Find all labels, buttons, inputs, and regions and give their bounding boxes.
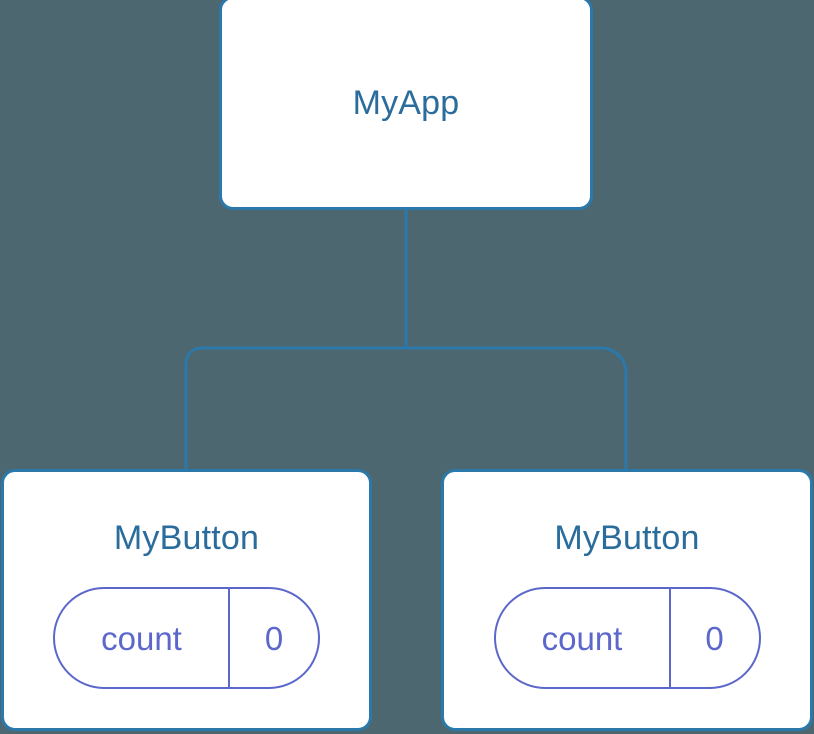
state-key-cell: count (496, 589, 671, 687)
node-title: MyButton (113, 519, 260, 557)
node-myapp[interactable]: MyApp (219, 0, 593, 210)
state-value-cell: 0 (230, 589, 318, 687)
state-value-cell: 0 (671, 589, 759, 687)
edge-root-to-right-child (406, 346, 628, 470)
state-key-label: count (541, 619, 623, 657)
state-badge[interactable]: count 0 (53, 587, 320, 689)
node-title: MyApp (352, 84, 460, 122)
state-key-cell: count (55, 589, 230, 687)
node-mybutton-1[interactable]: MyButton count 0 (1, 469, 372, 731)
edge-root-to-left-child (184, 346, 406, 470)
state-key-label: count (101, 619, 182, 657)
state-badge[interactable]: count 0 (493, 587, 761, 689)
state-value-label: 0 (264, 619, 284, 657)
node-mybutton-2[interactable]: MyButton count 0 (441, 469, 813, 731)
node-title: MyButton (554, 519, 700, 557)
state-value-label: 0 (705, 619, 724, 657)
